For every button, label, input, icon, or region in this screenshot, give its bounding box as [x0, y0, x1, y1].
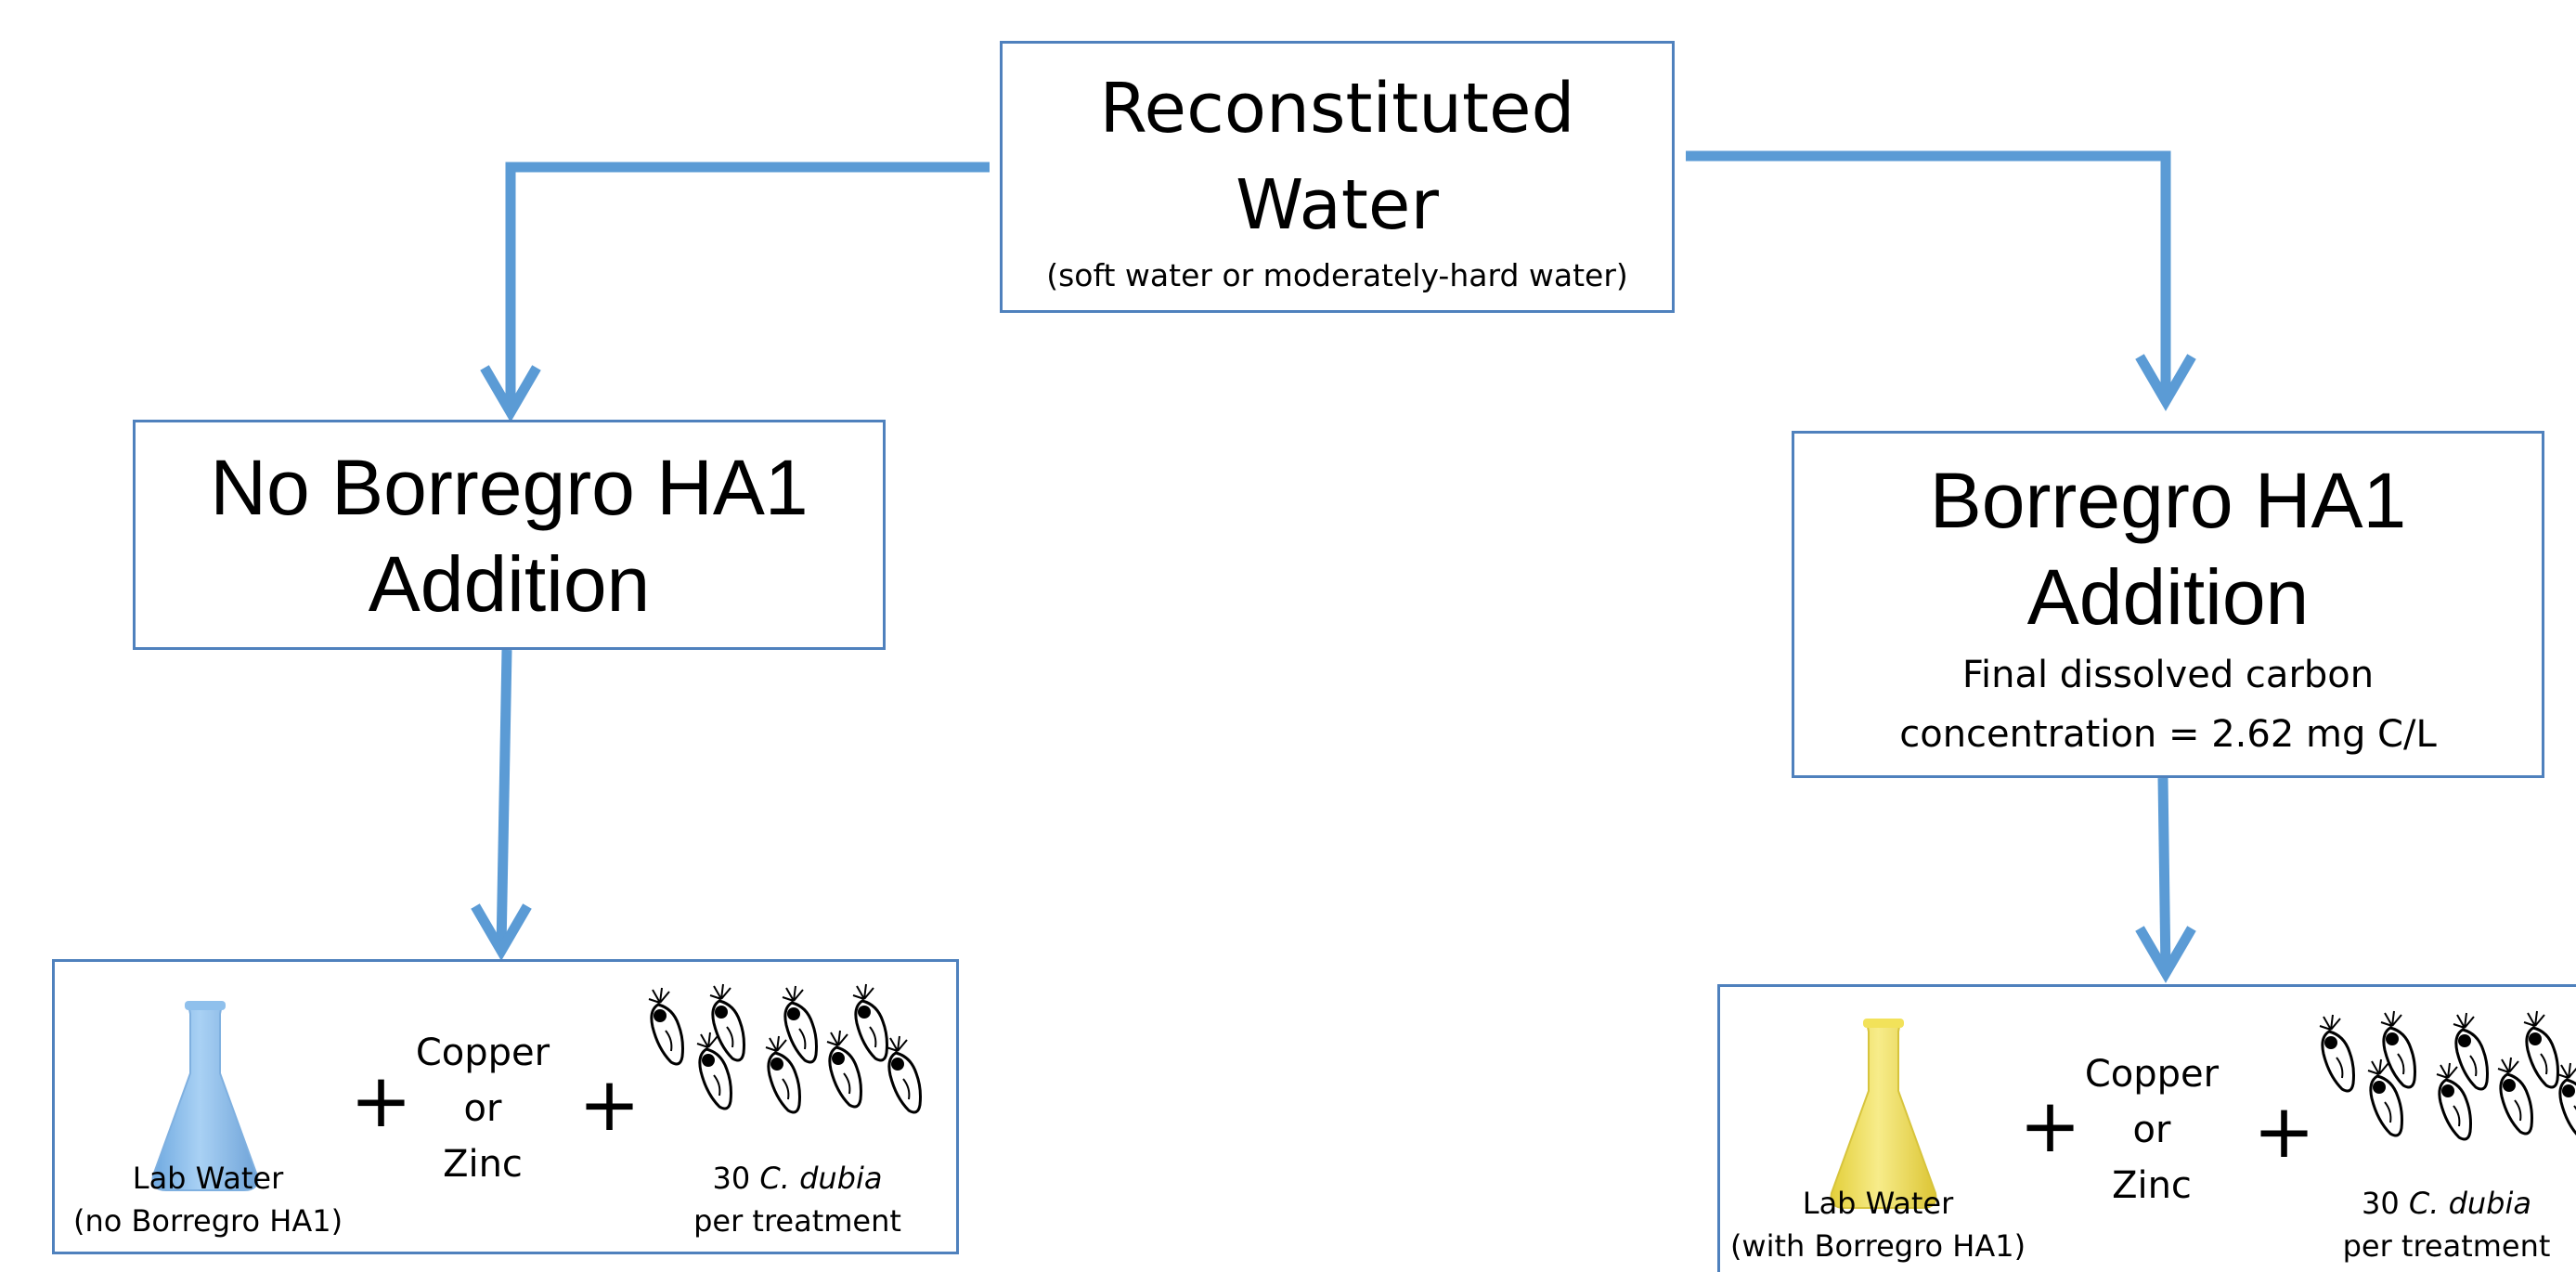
left-plus-1: +: [350, 1058, 413, 1144]
right-metal-line3: Zinc: [2112, 1164, 2192, 1207]
left-organism-line1: 30 C. dubia: [649, 1157, 946, 1200]
right-title-line1: Borregro HA1: [1929, 457, 2407, 544]
left-water-line2: (no Borregro HA1): [72, 1203, 343, 1239]
right-organism-line1: 30 C. dubia: [2314, 1182, 2576, 1225]
left-water-line1: Lab Water: [132, 1161, 284, 1196]
left-metal-label: Copper or Zinc: [395, 1025, 571, 1192]
left-plus-2: +: [578, 1061, 641, 1148]
right-organism-suffix: per treatment: [2342, 1228, 2551, 1264]
arrow-top-to-left: [505, 162, 990, 410]
arrowhead-top-to-left: [480, 365, 541, 422]
left-metal-line1: Copper: [415, 1032, 550, 1074]
right-metal-label: Copper or Zinc: [2064, 1046, 2240, 1214]
left-treatment-box: Lab Water (no Borregro HA1) + Copper or …: [52, 959, 959, 1254]
right-metal-line2: or: [2132, 1109, 2171, 1151]
right-organism-name: C. dubia: [2408, 1186, 2531, 1221]
left-metal-line3: Zinc: [443, 1143, 523, 1186]
right-treatment-box: Lab Water (with Borregro HA1) + Copper o…: [1717, 984, 2576, 1272]
right-title-line2: Addition: [2026, 553, 2310, 641]
right-water-line1: Lab Water: [1802, 1186, 1954, 1221]
daphnia-icon: [647, 982, 922, 1114]
right-detail-line1: Final dissolved carbon: [1961, 654, 2375, 696]
right-organism-count: 30: [2362, 1186, 2400, 1221]
right-organism-label: 30 C. dubia per treatment: [2314, 1182, 2576, 1267]
right-plus-2: +: [2253, 1088, 2316, 1175]
top-subtitle: (soft water or moderately-hard water): [1046, 257, 1628, 293]
left-metal-line2: or: [463, 1087, 502, 1130]
left-organism-count: 30: [712, 1161, 751, 1196]
left-title-line1: No Borregro HA1: [210, 444, 809, 531]
top-title-line1: Reconstituted: [1099, 69, 1575, 149]
top-title-line2: Water: [1236, 165, 1439, 245]
arrowhead-left-to-treatment: [471, 903, 532, 961]
daphnia-icon: [2318, 1009, 2576, 1141]
right-water-line2: (with Borregro HA1): [1729, 1228, 2026, 1264]
left-title-line2: Addition: [368, 540, 651, 628]
reconstituted-water-box: Reconstituted Water (soft water or moder…: [1000, 41, 1675, 313]
arrow-top-to-right: [1686, 150, 2171, 399]
arrow-left-to-treatment: [496, 649, 512, 950]
arrowhead-right-to-treatment: [2135, 926, 2196, 983]
arrowhead-top-to-right: [2135, 354, 2196, 411]
left-organism-suffix: per treatment: [693, 1203, 901, 1239]
erlenmeyer-flask-icon: [151, 1001, 259, 1191]
right-metal-line1: Copper: [2084, 1053, 2220, 1096]
arrow-right-to-treatment: [2157, 777, 2171, 972]
erlenmeyer-flask-icon: [1830, 1019, 1937, 1209]
right-detail-line2: concentration = 2.62 mg C/L: [1899, 713, 2437, 756]
no-borregro-box: No Borregro HA1 Addition: [133, 420, 886, 650]
left-organism-name: C. dubia: [759, 1161, 883, 1196]
left-organism-label: 30 C. dubia per treatment: [649, 1157, 946, 1242]
borregro-addition-box: Borregro HA1 Addition Final dissolved ca…: [1792, 431, 2544, 778]
left-water-label: Lab Water (no Borregro HA1): [55, 1157, 361, 1242]
right-water-label: Lab Water (with Borregro HA1): [1720, 1182, 2036, 1267]
right-plus-1: +: [2019, 1083, 2082, 1169]
